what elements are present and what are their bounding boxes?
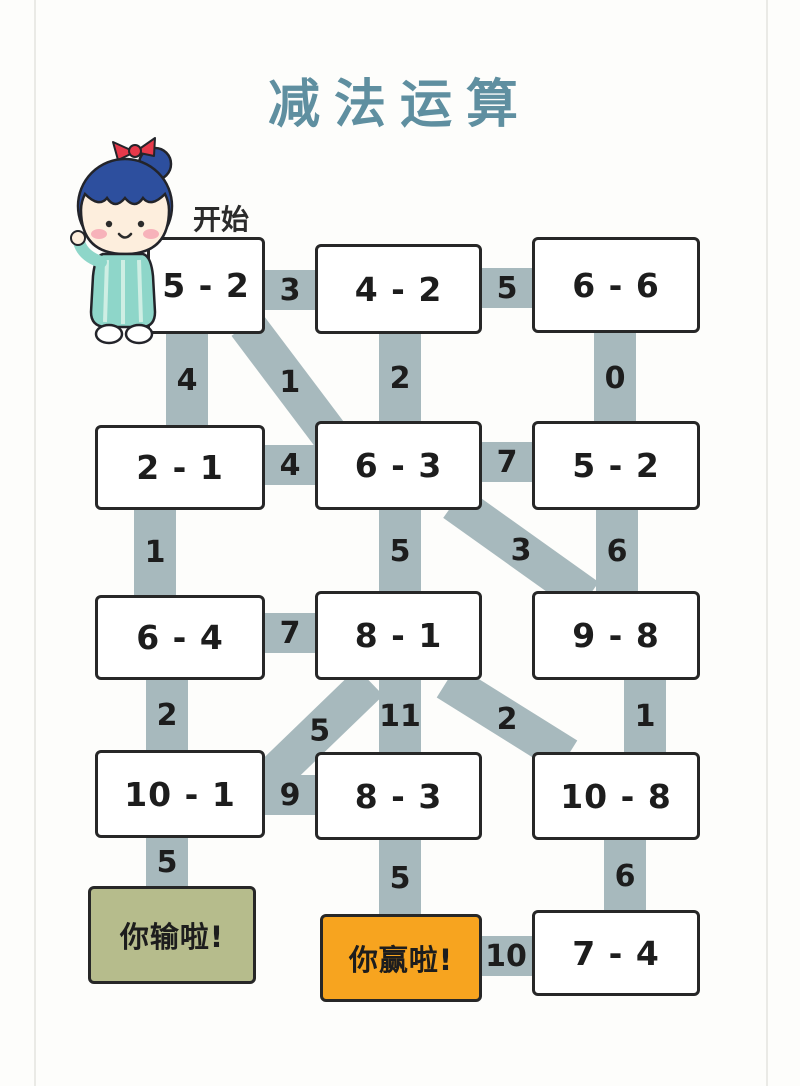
page-edge-right [766,0,768,1086]
connector-h-r1-ab: 3 [263,270,317,310]
connector-v-r2-a: 1 [134,508,176,597]
connector-h-r2-ab: 4 [263,445,317,485]
pajama-stripes [103,259,143,324]
problem-box-r4c1: 10 - 1 [95,750,265,838]
face [79,191,171,256]
connector-v-r1-b: 2 [379,332,421,424]
eye-right [137,220,145,228]
problem-box-r4c2: 8 - 3 [315,752,482,840]
red-bow [112,137,156,161]
connector-v-r3-b: 11 [379,678,421,754]
problem-box-r2c3: 5 - 2 [532,421,700,510]
problem-box-r2c2: 6 - 3 [315,421,482,510]
problem-box-r3c2: 8 - 1 [315,591,482,680]
connector-diag-r3-bc-value: 2 [496,701,518,737]
connector-v-r4-c: 6 [604,838,646,914]
connector-diag-r2-bc-value: 3 [510,532,532,568]
hand [70,230,86,246]
connector-h-r2-bc: 7 [480,442,534,482]
win-box: 你赢啦! [320,914,482,1002]
foot-left [94,323,124,345]
connector-h-r5-bc: 10 [478,936,534,976]
blush-left [91,229,107,239]
problem-box-r3c1: 6 - 4 [95,595,265,680]
foot-right [124,323,154,345]
problem-box-r2c1: 2 - 1 [95,425,265,510]
connector-v-r3-a: 2 [146,678,188,752]
connector-diag-r3-ba-value: 5 [308,713,330,749]
problem-box-r4c3: 10 - 8 [532,752,700,840]
problem-box-r1c3: 6 - 6 [532,237,700,333]
connector-v-r2-b: 5 [379,508,421,594]
start-label: 开始 [193,203,250,236]
connector-v-r2-c: 6 [596,508,638,594]
lose-box: 你输啦! [88,886,256,984]
problem-box-r1c2: 4 - 2 [315,244,482,334]
connector-v-r1-a: 4 [166,333,208,427]
connector-h-r4-ab: 9 [263,775,317,815]
eye-left [105,220,113,228]
connector-diag-r1-ab-value: 1 [279,364,301,400]
connector-h-r3-ab: 7 [263,613,317,653]
problem-box-r1c1: 5 - 2 [147,237,265,334]
connector-v-r4-a: 5 [146,836,188,888]
mouth [117,232,133,239]
connector-v-r1-c: 0 [594,332,636,424]
connector-v-r4-b: 5 [379,838,421,918]
girl-character-illustration [70,137,174,345]
page-title: 减法运算 [267,75,532,135]
blush-right [143,229,159,239]
page-edge-left [34,0,36,1086]
problem-box-r5c3: 7 - 4 [532,910,700,996]
problem-box-r3c3: 9 - 8 [532,591,700,680]
connector-h-r1-bc: 5 [480,268,534,308]
connector-v-r3-c: 1 [624,678,666,754]
